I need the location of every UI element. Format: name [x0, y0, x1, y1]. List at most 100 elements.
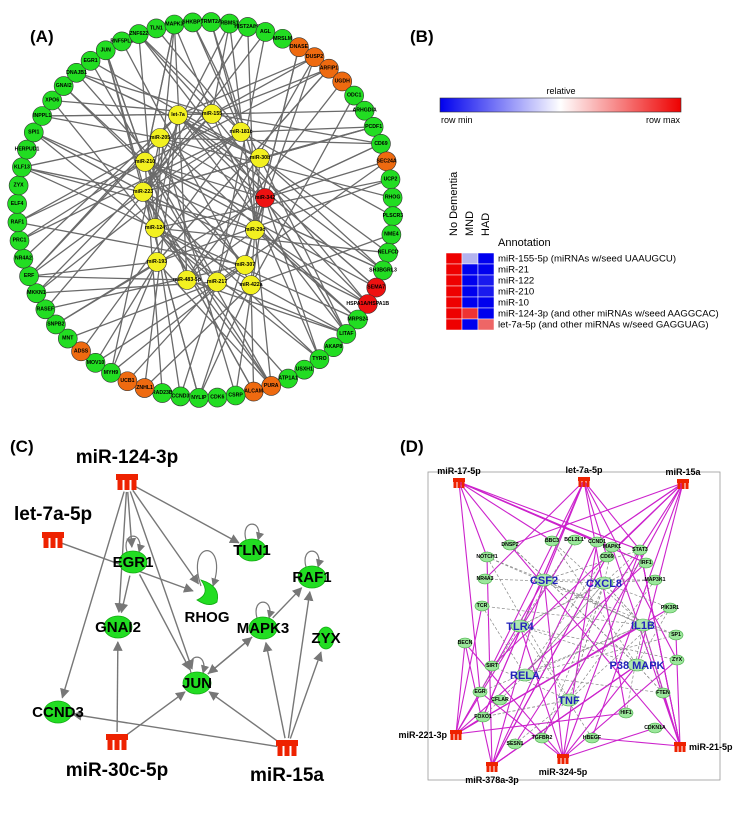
gene-node: ARFIP1	[319, 58, 339, 79]
mirna-node: miR-378a-3p	[465, 762, 519, 785]
gene-node-label: XPO6	[45, 97, 59, 103]
network-edge	[264, 160, 387, 199]
mirna-target-edge	[458, 481, 511, 546]
gene-node-label: UCP2	[384, 176, 398, 182]
gene-node: SEMA7	[366, 277, 387, 298]
hub-node-label: IL1B	[631, 620, 655, 632]
small-gene-label: HIF1	[620, 710, 631, 716]
hub-node: P38 MAPK	[609, 658, 665, 672]
gene-node-label: INPPL1	[33, 113, 51, 119]
gene-node-label: TLN1	[233, 542, 271, 559]
gene-node: ATP1A1	[278, 368, 298, 389]
gene-node-label: CCND3	[172, 393, 190, 399]
mirna-label: miR-124-3p	[76, 447, 178, 468]
gene-node: ZNHL1	[134, 378, 155, 398]
mirna-target-edge	[562, 726, 656, 759]
gene-node: TYRO	[309, 349, 330, 369]
regulation-edge	[287, 590, 314, 739]
gene-node-label: ATP1A1	[278, 376, 298, 382]
small-gene-label: ZYX	[672, 657, 683, 663]
regulation-edge	[112, 641, 123, 733]
small-gene-node: BCL2L1*	[564, 534, 587, 546]
heatmap-cell	[445, 296, 463, 309]
heatmap-cell	[461, 263, 479, 276]
mirna-target-edge	[455, 607, 671, 735]
mirna-node-label: miR-307	[235, 262, 255, 268]
gene-node-label: PRC1	[13, 238, 27, 244]
gene-node: ARHGDIA	[353, 100, 377, 121]
network-edge	[177, 114, 377, 289]
gene-node-label: ARHGDIA	[353, 108, 377, 114]
gene-node-label: LITAF	[339, 331, 353, 337]
gene-node-label: AKAP8	[325, 344, 343, 350]
gene-node-label: ARFIP1	[320, 66, 339, 72]
small-gene-label: MAP3K1	[644, 577, 665, 583]
network-edge	[211, 68, 330, 115]
gene-node-label: NELFCD	[378, 250, 399, 256]
network-edge	[264, 143, 382, 199]
hub-node-label: P38 MAPK	[609, 660, 664, 672]
mirna-target-edge	[491, 541, 598, 767]
gene-node-label: MNT	[62, 336, 74, 342]
small-gene-node: IRF1	[638, 557, 654, 569]
network-edge	[156, 261, 272, 387]
mirna-target-edge	[455, 539, 576, 735]
color-scale-bar	[439, 97, 682, 113]
small-gene-node: TGFBR2	[532, 732, 552, 744]
small-gene-node: CCND1	[588, 536, 606, 548]
mirna-node: miR-15a	[665, 467, 702, 489]
small-gene-label: CDKN1A	[644, 725, 666, 731]
gene-node-egr1: EGR1	[113, 550, 153, 574]
mirna-target-edge	[491, 480, 585, 667]
self-loop-edge	[196, 550, 220, 587]
mirna-node: miR-15a	[250, 740, 324, 786]
network-edge	[51, 100, 156, 229]
network-edge	[254, 229, 359, 320]
heatmap-cell	[461, 307, 479, 320]
gene-node-label: ADSS	[74, 348, 89, 354]
mirna-target-edge	[509, 482, 684, 546]
gene-node-label: MAPK3	[165, 22, 183, 28]
regulation-edge	[118, 575, 131, 614]
mirna-node: miR-193	[147, 252, 167, 272]
interaction-edge	[486, 556, 644, 626]
small-gene-label: STAT3	[632, 547, 648, 553]
network-edge	[28, 191, 144, 277]
mirna-node-label: miR-483-5p	[173, 277, 201, 283]
gene-node-gnai2: GNAI2	[95, 615, 141, 639]
mirna-target-edge	[455, 642, 468, 735]
gene-node-mapk3: MAPK3	[237, 616, 289, 640]
regulation-edge	[114, 491, 128, 614]
network-edge	[67, 281, 218, 340]
gene-node-zyx: ZYX	[311, 626, 341, 650]
gene-node: PLSCR3	[383, 206, 403, 226]
network-edge	[138, 33, 266, 199]
network-edge	[154, 114, 179, 229]
heatmap-row-label: miR-155-5p (miRNAs w/seed UAAUGCU)	[498, 254, 676, 265]
gene-node: GNAI2	[53, 76, 74, 96]
gene-node: MNT	[57, 328, 78, 349]
small-gene-node: ZYX	[669, 654, 685, 666]
network-edge	[264, 197, 321, 360]
heatmap-cell	[445, 307, 463, 320]
mirna-target-edge	[541, 579, 564, 759]
interaction-edge	[524, 624, 644, 676]
mirna-target-edge	[543, 480, 585, 581]
small-gene-label: NR4A3	[476, 576, 493, 582]
gene-node-label: KLF13	[14, 164, 30, 170]
network-edge	[177, 114, 369, 305]
mirna-node: let-7a-5p	[565, 465, 603, 487]
interaction-edge	[543, 579, 677, 636]
network-edge	[17, 221, 246, 266]
gene-node-label: RASEF	[37, 306, 55, 312]
gene-node: HSPA1A/HSPA1B	[346, 294, 389, 314]
heatmap-row-label: miR-122	[498, 276, 534, 287]
small-gene-label: EGR	[474, 689, 485, 695]
heatmap-cell	[461, 296, 479, 309]
small-gene-node: FOXO1	[474, 711, 492, 723]
gene-node: CCND3	[170, 386, 191, 407]
gene-node-label: ZNHL1	[136, 385, 153, 391]
heatmap-row-label: miR-21	[498, 265, 529, 276]
